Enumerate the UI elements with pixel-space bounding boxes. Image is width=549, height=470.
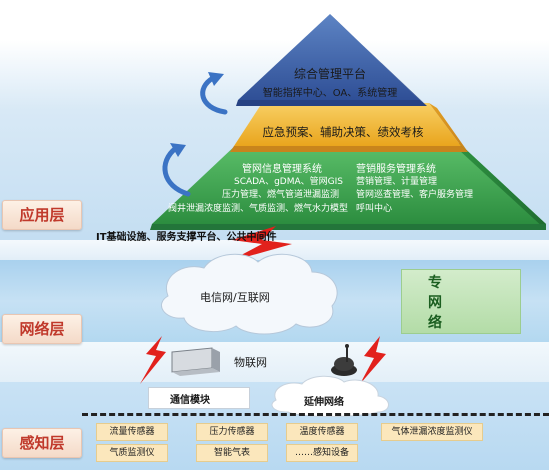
middle-tier-title: 应急预案、辅助决策、绩效考核 (262, 125, 424, 139)
modem-device-icon (171, 347, 220, 376)
cycle-arrow-head (170, 143, 186, 157)
bottom-left-line-1: 管网信息管理系统 (242, 164, 322, 175)
gap-band-bg (0, 240, 549, 260)
extension-cloud-shape (271, 375, 389, 417)
private-net-char-2: 网 (428, 295, 442, 311)
lightning-icon (360, 336, 386, 384)
iot-label: 物联网 (234, 356, 267, 369)
bottom-right-line-4: 呼叫中心 (356, 204, 393, 214)
cycle-arrow-head (208, 72, 224, 86)
device-other-sensors: ……感知设备 (286, 444, 358, 462)
bottom-right-line-2: 营销管理、计量管理 (356, 177, 438, 187)
bottom-right-line-1: 营销服务管理系统 (356, 164, 436, 175)
top-tier-title: 综合管理平台 (293, 67, 366, 81)
wireless-router-icon (331, 344, 357, 376)
pyramid-top-tier (238, 14, 420, 100)
telecom-internet-label: 电信网/互联网 (200, 291, 270, 304)
private-net-char-1: 专 (428, 275, 442, 291)
it-infrastructure-text: IT基础设施、服务支撑平台、公共中间件 (96, 232, 277, 243)
lightning-icon (140, 336, 166, 384)
device-smart-gas-meter: 智能气表 (196, 444, 268, 462)
application-layer-label: 应用层 (2, 200, 82, 230)
iot-band-bg (0, 342, 549, 382)
bottom-left-line-4: 阀井泄漏浓度监测、气质监测、燃气水力模型 (168, 204, 349, 214)
bottom-right-line-3: 管网巡查管理、客户服务管理 (356, 190, 474, 200)
pyramid-middle-tier (234, 103, 461, 146)
perception-layer-label: 感知层 (2, 428, 82, 458)
device-gas-leak-monitor: 气体泄漏浓度监测仪 (381, 423, 483, 441)
pyramid-bottom-tier (152, 143, 546, 224)
cloud-shape (161, 253, 338, 335)
device-flow-sensor: 流量传感器 (96, 423, 168, 441)
device-gas-quality-monitor: 气质监测仪 (96, 444, 168, 462)
device-pressure-sensor: 压力传感器 (196, 423, 268, 441)
bottom-left-line-3: 压力管理、燃气管道泄漏监测 (222, 190, 340, 200)
private-network-box (401, 269, 521, 334)
cycle-arrow-icon (200, 75, 228, 115)
extension-network-label: 延伸网络 (304, 397, 344, 408)
network-layer-label: 网络层 (2, 314, 82, 344)
top-tier-subtitle: 智能指挥中心、OA、系统管理 (262, 88, 398, 99)
comm-module-box (148, 387, 250, 409)
cycle-arrow-icon (162, 145, 191, 197)
device-temperature-sensor: 温度传感器 (286, 423, 358, 441)
perception-divider (82, 413, 549, 416)
comm-module-label: 通信模块 (170, 395, 210, 406)
lightning-icon (228, 226, 292, 262)
private-net-char-3: 络 (428, 315, 442, 331)
bottom-left-line-2: SCADA、gDMA、管网GIS (234, 177, 343, 187)
